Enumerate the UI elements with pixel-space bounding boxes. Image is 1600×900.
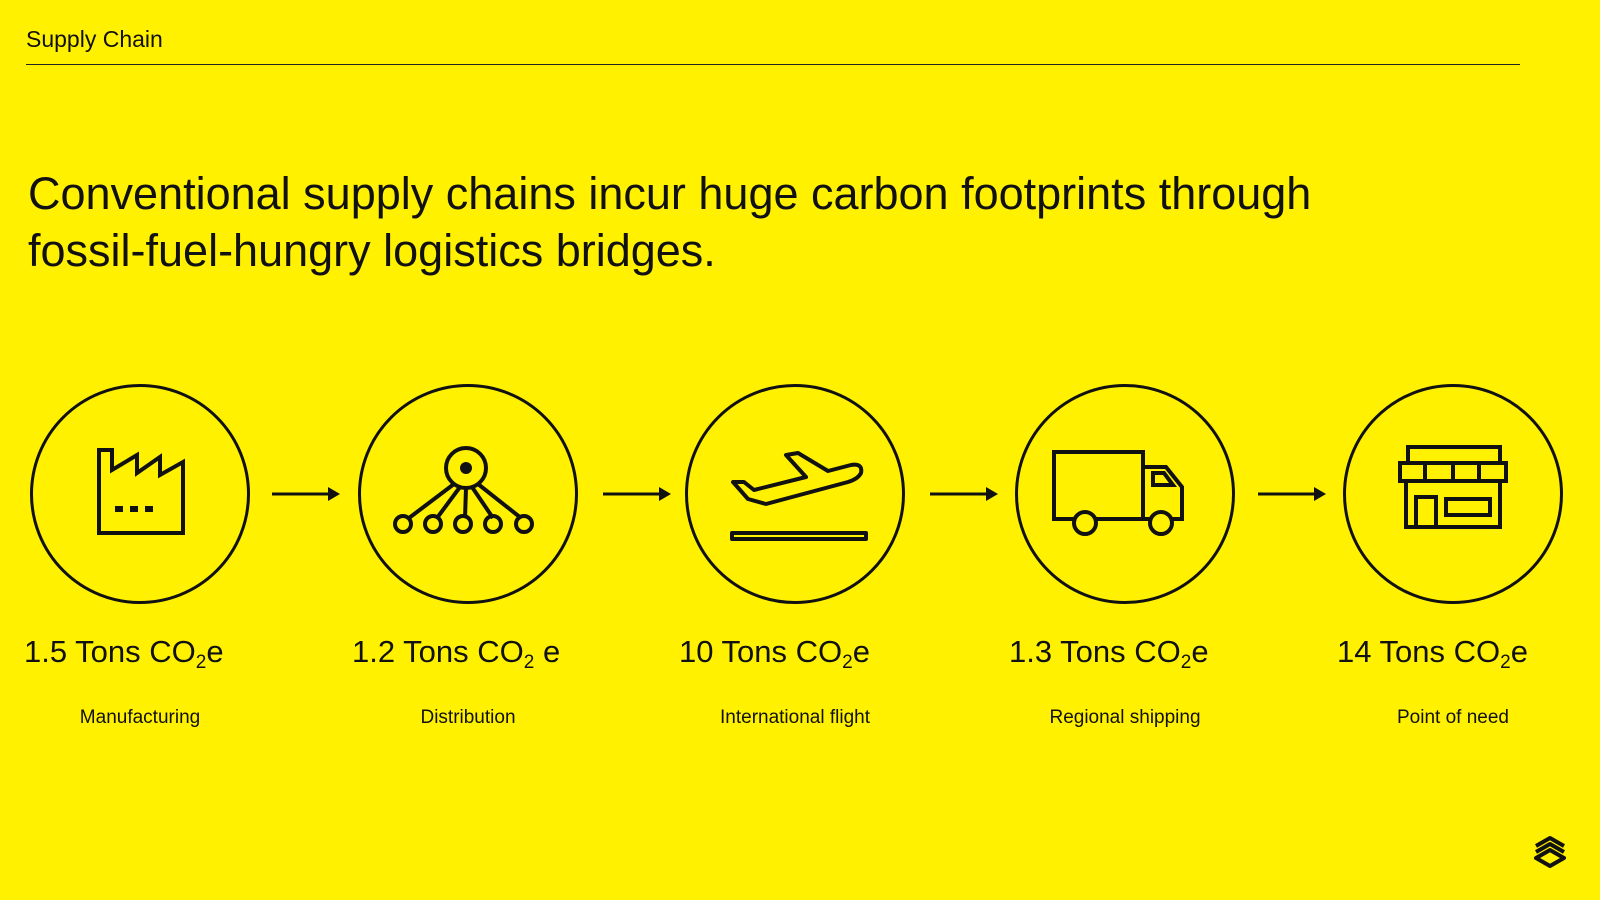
network-hub-icon bbox=[393, 446, 534, 534]
circle bbox=[1343, 384, 1563, 604]
delivery-truck-icon bbox=[1052, 450, 1184, 536]
airplane-takeoff-icon bbox=[730, 451, 868, 541]
stage-label: Regional shipping bbox=[1049, 707, 1201, 728]
co2-amount: 1.3 Tons CO2e bbox=[1009, 634, 1209, 673]
circle bbox=[685, 384, 905, 604]
co2-amount: 14 Tons CO2e bbox=[1337, 634, 1528, 673]
circle bbox=[30, 384, 250, 604]
arrow-right-icon bbox=[272, 487, 340, 501]
stacked-layers-logo bbox=[1534, 836, 1566, 868]
co2-amount: 10 Tons CO2e bbox=[679, 634, 870, 673]
arrow-right-icon bbox=[603, 487, 671, 501]
section-label: Supply Chain bbox=[26, 26, 163, 52]
co2-amount: 1.5 Tons CO2e bbox=[24, 634, 224, 673]
stage-label: Manufacturing bbox=[79, 707, 201, 728]
stage-label: International flight bbox=[720, 707, 870, 728]
arrow-right-icon bbox=[930, 487, 998, 501]
arrow-right-icon bbox=[1258, 487, 1326, 501]
storefront-icon bbox=[1398, 445, 1508, 529]
co2-amount: 1.2 Tons CO2 e bbox=[352, 634, 561, 673]
stage-label: Distribution bbox=[420, 707, 516, 728]
header: Supply Chain bbox=[26, 26, 1520, 65]
headline: Conventional supply chains incur huge ca… bbox=[28, 168, 1312, 276]
stage-label: Point of need bbox=[1397, 707, 1509, 728]
circle bbox=[358, 384, 578, 604]
circle bbox=[1015, 384, 1235, 604]
factory-icon bbox=[97, 448, 185, 535]
